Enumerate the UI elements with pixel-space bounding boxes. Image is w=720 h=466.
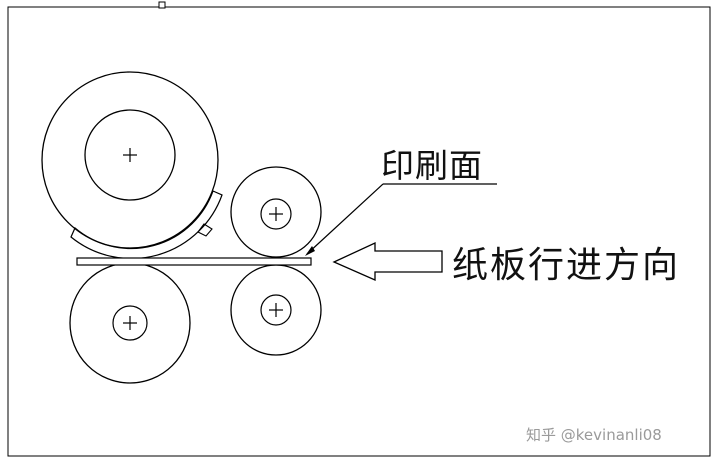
printing-plate-arc	[70, 190, 223, 260]
board-direction-label: 纸板行进方向	[452, 245, 681, 286]
frame-handle	[158, 1, 166, 9]
print-surface-leader	[305, 183, 497, 256]
plate-clamp	[197, 223, 213, 237]
watermark: 知乎 @kevinanli08	[526, 426, 662, 444]
plate-cylinder	[41, 71, 219, 249]
paperboard-sheet	[76, 257, 312, 266]
anilox-roller	[230, 166, 322, 258]
print-surface-label: 印刷面	[381, 146, 483, 185]
impression-roller	[69, 262, 191, 384]
feed-roller	[230, 264, 322, 356]
diagram-frame	[7, 6, 711, 457]
direction-arrow-icon	[332, 241, 443, 281]
